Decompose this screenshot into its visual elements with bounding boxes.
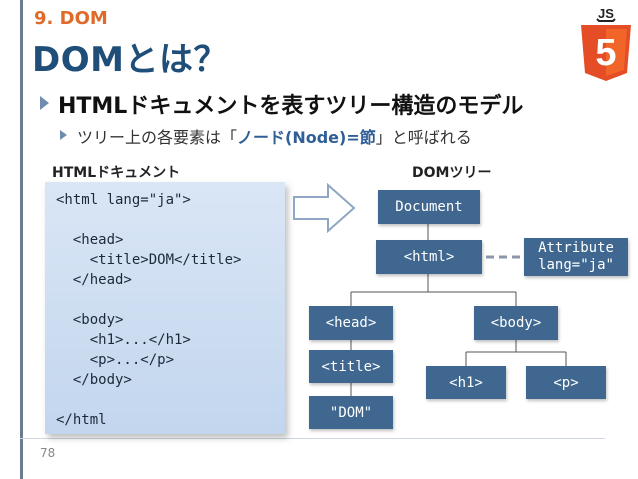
sub-bullet-prefix: ツリー上の各要素は「 (77, 128, 238, 147)
sub-bullet-arrow-icon (60, 130, 67, 140)
node-body: <body> (474, 306, 558, 340)
left-accent-rule (20, 0, 23, 479)
html5-logo-icon: JS 5 (581, 6, 631, 81)
sub-bullet-suffix: 」と呼ばれる (375, 128, 472, 147)
bullet-arrow-icon (40, 96, 49, 110)
node-html: <html> (376, 240, 482, 274)
code-line: <body> (56, 312, 124, 328)
attribute-value: lang="ja" (538, 257, 614, 273)
node-head: <head> (309, 306, 393, 340)
slide-title: DOMとは？ (32, 40, 228, 80)
node-p: <p> (526, 366, 606, 399)
attribute-label: Attribute (538, 240, 614, 256)
code-line: <h1>...</h1> (56, 332, 191, 348)
logo-top-text: JS (598, 6, 614, 21)
footer-divider (20, 438, 605, 439)
sub-bullet: ツリー上の各要素は「ノード(Node)=節」と呼ばれる (77, 124, 472, 148)
dom-tree-label: DOMツリー (412, 165, 492, 181)
code-line: <title>DOM</title> (56, 252, 242, 268)
code-line: </html (56, 412, 107, 428)
page-number: 78 (40, 446, 56, 460)
sub-bullet-emphasis: ノード(Node)=節 (237, 128, 376, 147)
code-line: <p>...</p> (56, 352, 175, 368)
node-attribute: Attribute lang="ja" (524, 238, 628, 276)
code-panel (45, 182, 285, 434)
html-document-label: HTMLドキュメント (52, 165, 181, 181)
node-document: Document (378, 190, 480, 224)
node-text: "DOM" (309, 396, 393, 429)
code-line: <html lang="ja"> (56, 192, 191, 208)
logo-badge-number: 5 (595, 32, 616, 74)
main-bullet: HTMLドキュメントを表すツリー構造のモデル (58, 94, 524, 119)
code-line: </head> (56, 272, 132, 288)
right-arrow-icon (293, 183, 356, 233)
node-title: <title> (309, 350, 393, 383)
code-line: </body> (56, 372, 132, 388)
code-line: <head> (56, 232, 124, 248)
section-label: 9. DOM (34, 8, 108, 29)
node-h1: <h1> (426, 366, 506, 399)
